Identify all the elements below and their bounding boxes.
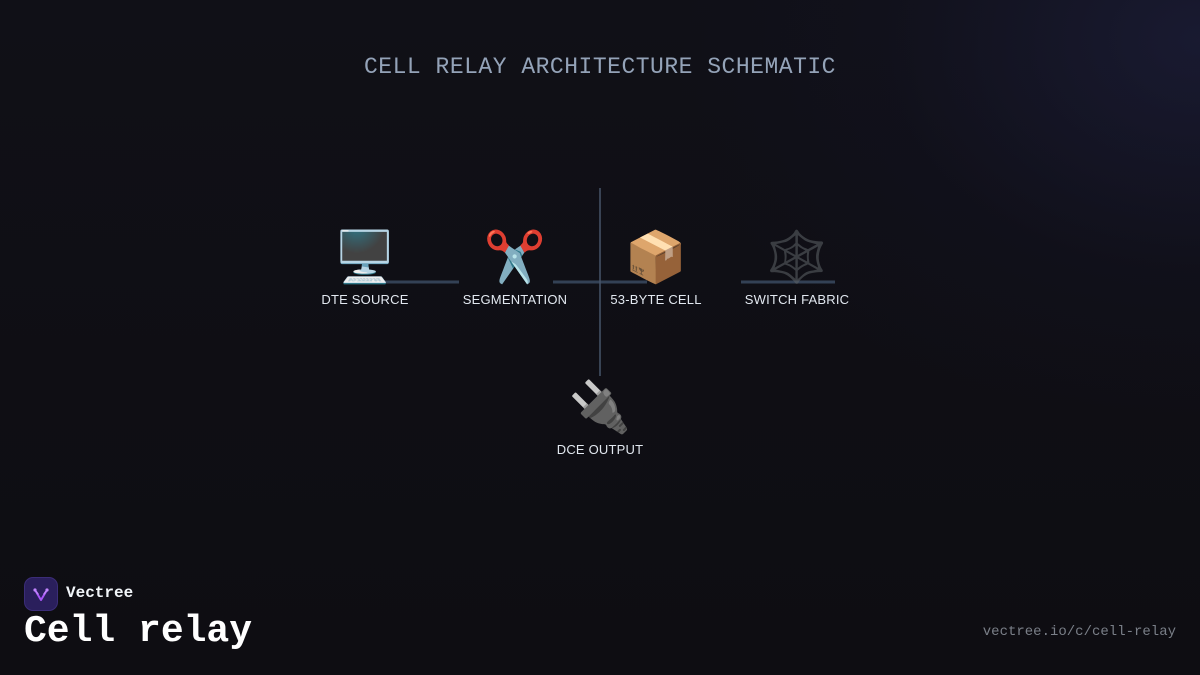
node-segmentation: ✂️ SEGMENTATION (435, 226, 595, 307)
diagram-title: CELL RELAY ARCHITECTURE SCHEMATIC (364, 54, 836, 80)
vectree-logo-icon[interactable] (24, 577, 58, 611)
vectree-logo-mark (33, 588, 49, 601)
desktop-computer-icon: 🖥️ (333, 228, 397, 286)
node-dte-source: 🖥️ DTE SOURCE (285, 226, 445, 307)
node-switch-fabric: 🕸️ SWITCH FABRIC (717, 226, 877, 307)
package-icon: 📦 (624, 228, 688, 286)
page-url-link[interactable]: vectree.io/c/cell-relay (982, 624, 1176, 640)
scissors-icon: ✂️ (483, 228, 547, 286)
node-label-dce-output: DCE OUTPUT (556, 442, 644, 457)
node-label-cell: 53-BYTE CELL (610, 292, 702, 307)
spider-web-icon: 🕸️ (765, 228, 829, 286)
node-label-switch-fabric: SWITCH FABRIC (744, 292, 850, 307)
node-label-dte-source: DTE SOURCE (321, 292, 409, 307)
brand-name[interactable]: Vectree (66, 584, 134, 602)
page-title: Cell relay (24, 610, 253, 653)
node-label-segmentation: SEGMENTATION (462, 292, 568, 307)
node-dce-output: 🔌 DCE OUTPUT (520, 376, 680, 457)
electric-plug-icon: 🔌 (568, 378, 632, 436)
node-cell: 📦 53-BYTE CELL (576, 226, 736, 307)
